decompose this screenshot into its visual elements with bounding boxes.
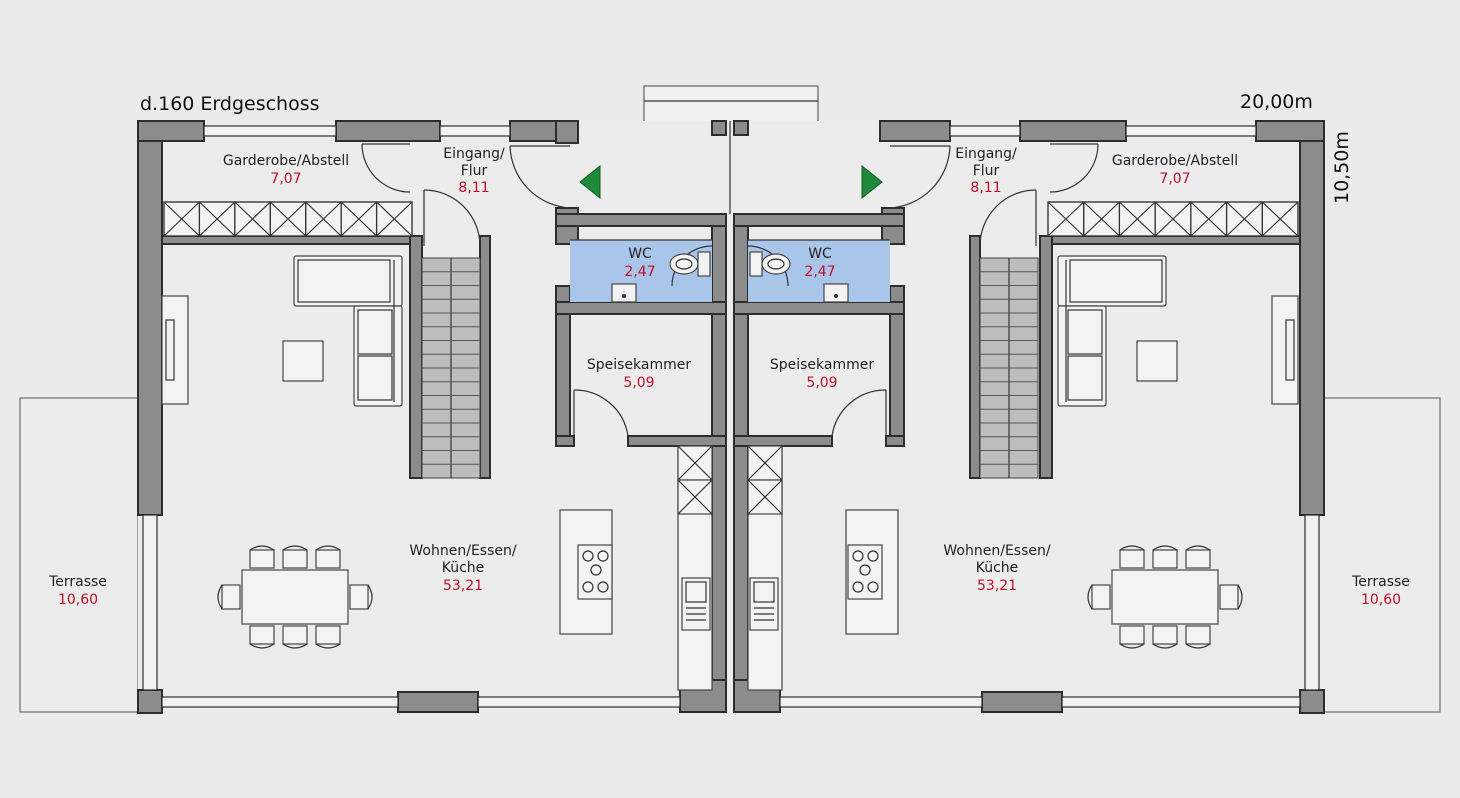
- outer-walls: [137, 120, 1325, 714]
- dining-table-left: [217, 545, 373, 649]
- fireplace-icon: [1271, 295, 1299, 405]
- doors: [361, 121, 1099, 437]
- room-label: Garderobe/Abstell: [1112, 153, 1238, 169]
- sofa-left: [293, 255, 403, 407]
- room-area: 7,07: [270, 171, 301, 187]
- kitchen-island-right: [845, 509, 899, 635]
- sink-icon: [681, 577, 711, 631]
- kitchen-island-left: [559, 509, 613, 635]
- chair: [282, 545, 308, 569]
- room-label: Garderobe/Abstell: [223, 153, 349, 169]
- chair: [315, 625, 341, 649]
- room-area: 2,47: [624, 264, 655, 280]
- kitchen-counter-left: [677, 445, 713, 691]
- coffee-table-left: [282, 340, 324, 382]
- toilet-icon: [749, 251, 791, 277]
- coffee-table-right: [1136, 340, 1178, 382]
- room-area: 8,11: [970, 180, 1001, 196]
- chair: [349, 584, 373, 610]
- room-label: Küche: [442, 560, 485, 576]
- depth-dimension: 10,50m: [1331, 131, 1353, 204]
- chair: [1119, 625, 1145, 649]
- room-area: 7,07: [1159, 171, 1190, 187]
- chair: [282, 625, 308, 649]
- room-label: Wohnen/Essen/: [409, 543, 516, 559]
- wardrobe-left: [163, 201, 413, 237]
- entrance-arrow-icon: [579, 164, 601, 200]
- stove-icon: [577, 544, 613, 600]
- kitchen-counter-right: [747, 445, 783, 691]
- stove-icon: [847, 544, 883, 600]
- room-area: 8,11: [458, 180, 489, 196]
- sofa-right: [1057, 255, 1167, 407]
- chair: [315, 545, 341, 569]
- room-label: Speisekammer: [770, 357, 875, 373]
- room-area: 10,60: [58, 592, 98, 608]
- room-label: Eingang/: [443, 146, 505, 162]
- width-dimension: 20,00m: [1240, 91, 1313, 113]
- chair: [249, 625, 275, 649]
- room-area: 2,47: [804, 264, 835, 280]
- chair: [1152, 625, 1178, 649]
- chair: [249, 545, 275, 569]
- room-label: WC: [808, 246, 832, 262]
- windows: [142, 125, 1320, 708]
- chair: [1219, 584, 1243, 610]
- chair: [1119, 545, 1145, 569]
- chair: [1152, 545, 1178, 569]
- room-label: Speisekammer: [587, 357, 692, 373]
- interior-walls: [161, 207, 1301, 479]
- room-area: 10,60: [1361, 592, 1401, 608]
- room-label: WC: [628, 246, 652, 262]
- wardrobe-right: [1047, 201, 1299, 237]
- chair: [1185, 545, 1211, 569]
- room-label: Terrasse: [48, 574, 107, 590]
- room-area: 53,21: [977, 578, 1017, 594]
- room-area: 53,21: [443, 578, 483, 594]
- chair: [217, 584, 241, 610]
- chair: [1087, 584, 1111, 610]
- terrace-left: [19, 397, 139, 713]
- room-label: Flur: [461, 163, 488, 179]
- room-label: Küche: [976, 560, 1019, 576]
- entrance-arrow-icon: [861, 164, 883, 200]
- terrace-right: [1321, 397, 1441, 713]
- room-label: Eingang/: [955, 146, 1017, 162]
- entrance-canopy: [643, 85, 819, 123]
- dining-table-right: [1087, 545, 1243, 649]
- room-area: 5,09: [806, 375, 837, 391]
- room-label: Flur: [973, 163, 1000, 179]
- washbasin-icon: [823, 283, 849, 303]
- sink-icon: [749, 577, 779, 631]
- staircase-right: [979, 257, 1039, 479]
- chair: [1185, 625, 1211, 649]
- washbasin-icon: [611, 283, 637, 303]
- staircase-left: [421, 257, 481, 479]
- room-area: 5,09: [623, 375, 654, 391]
- fireplace-icon: [161, 295, 189, 405]
- toilet-icon: [669, 251, 711, 277]
- room-label: Terrasse: [1351, 574, 1410, 590]
- room-label: Wohnen/Essen/: [943, 543, 1050, 559]
- plan-title: d.160 Erdgeschoss: [140, 93, 320, 115]
